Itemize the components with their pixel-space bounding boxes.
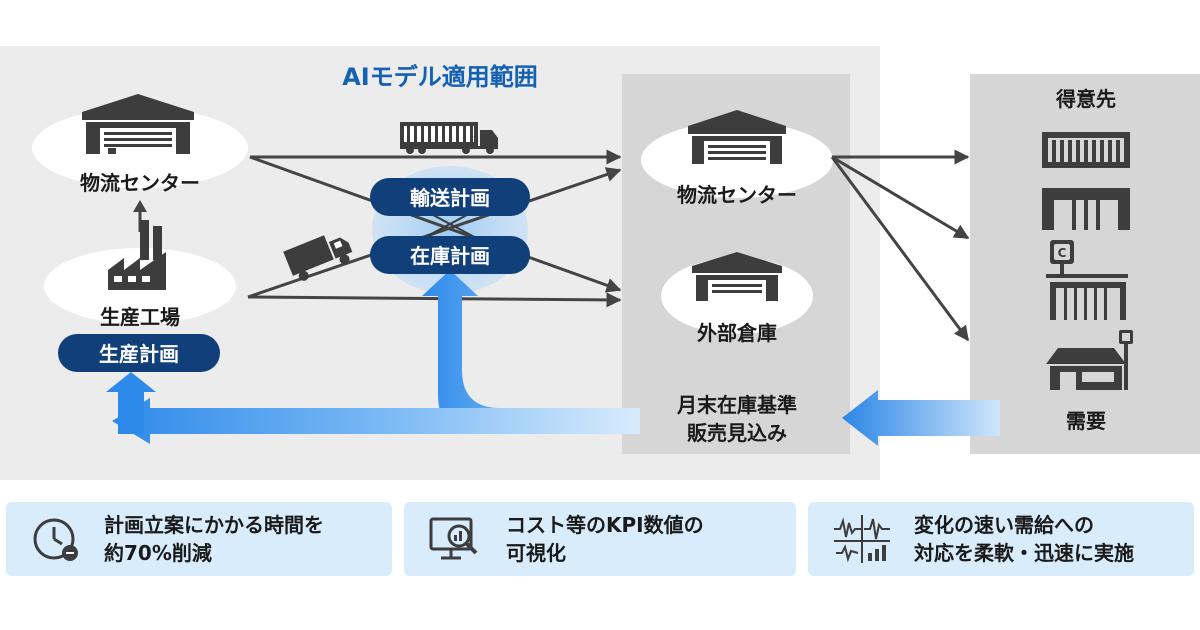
benefit-flex-line1: 変化の速い需給への bbox=[914, 513, 1094, 537]
svg-text:C: C bbox=[1058, 246, 1067, 260]
customers-panel bbox=[970, 74, 1200, 454]
benefit-kpi-visualization: コスト等のKPI数値の 可視化 bbox=[404, 502, 796, 576]
scope-title: AIモデル適用範囲 bbox=[342, 63, 538, 91]
dest-center-warehouse-icon bbox=[688, 110, 786, 164]
inventory-plan-pill bbox=[370, 236, 530, 274]
external-warehouse-icon bbox=[692, 252, 782, 301]
factory-icon bbox=[108, 220, 166, 290]
benefit-time-line1: 計画立案にかかる時間を bbox=[104, 513, 324, 537]
waveform-chart-icon bbox=[834, 515, 890, 563]
shop-icon bbox=[1046, 330, 1133, 390]
source-center-warehouse-icon bbox=[82, 94, 194, 154]
external-warehouse-label: 外部倉庫 bbox=[697, 321, 777, 345]
sales-forecast-label: 販売見込み bbox=[687, 421, 787, 445]
production-up-arrow bbox=[106, 372, 156, 434]
source-center-label: 物流センター bbox=[80, 171, 200, 195]
demand-label: 需要 bbox=[1066, 409, 1106, 433]
transport-plan-label: 輸送計画 bbox=[410, 186, 490, 210]
monitor-magnifier-icon bbox=[429, 517, 478, 560]
production-plan-label: 生産計画 bbox=[99, 342, 179, 366]
inventory-standard-label: 月末在庫基準 bbox=[676, 393, 797, 417]
production-feedback-arrow bbox=[112, 398, 640, 444]
production-plan-pill bbox=[58, 334, 220, 372]
inventory-plan-label: 在庫計画 bbox=[410, 244, 490, 268]
factory-label: 生産工場 bbox=[100, 305, 180, 329]
benefit-kpi-line2: 可視化 bbox=[506, 541, 566, 565]
retail-store-icon bbox=[1042, 132, 1130, 168]
transport-plan-pill bbox=[370, 178, 530, 216]
department-store-icon bbox=[1042, 188, 1130, 230]
convenience-store-icon: C bbox=[1046, 240, 1128, 320]
customers-title: 得意先 bbox=[1055, 87, 1116, 111]
benefit-flexible-response: 変化の速い需給への 対応を柔軟・迅速に実施 bbox=[808, 502, 1194, 576]
demand-feedback-arrow bbox=[842, 390, 1000, 446]
benefit-kpi-line1: コスト等のKPI数値の bbox=[506, 513, 704, 537]
clock-icon bbox=[33, 518, 78, 561]
benefit-flex-line2: 対応を柔軟・迅速に実施 bbox=[914, 541, 1134, 565]
container-truck-icon bbox=[400, 122, 498, 154]
benefit-time-reduction: 計画立案にかかる時間を 約70%削減 bbox=[6, 502, 392, 576]
supply-chain-diagram: AIモデル適用範囲 輸送計画 在庫計画 生産計画 bbox=[0, 46, 1200, 480]
box-truck-icon bbox=[283, 235, 353, 281]
dest-center-label: 物流センター bbox=[677, 183, 797, 207]
benefit-time-line2: 約70%削減 bbox=[104, 541, 212, 565]
